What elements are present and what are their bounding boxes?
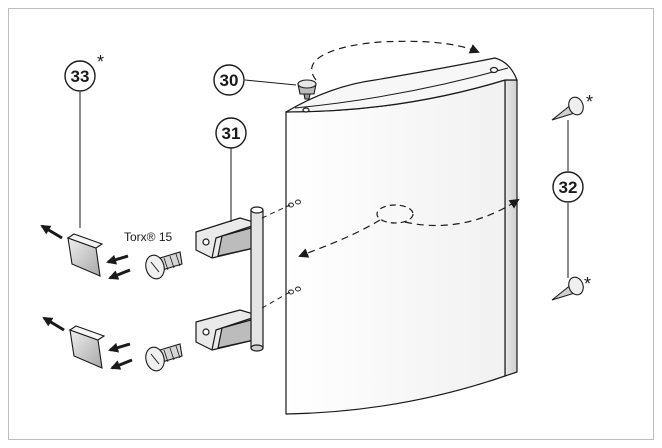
door-top-surface (285, 57, 518, 113)
handle-bar (250, 209, 264, 349)
door-hole-lower-2 (295, 286, 301, 292)
screw-lower (145, 343, 183, 372)
cover-cap-lower (68, 325, 106, 369)
door-top-hole-front (302, 107, 310, 113)
svg-text:31: 31 (222, 124, 241, 143)
asterisk-32-top: * (586, 92, 593, 112)
asterisk-33: * (97, 52, 104, 72)
handle-bar-bottom (250, 344, 264, 352)
callout-32: 32 (552, 171, 584, 203)
svg-text:30: 30 (220, 71, 239, 90)
callout-31: 31 (215, 117, 247, 149)
door-hole-lower-1 (288, 289, 294, 295)
torx-label: Torx® 15 (124, 230, 173, 244)
upper-bracket-hole (202, 238, 210, 246)
cover-cap-upper (66, 233, 104, 277)
door-side-edge (504, 79, 518, 377)
door-top-edge (294, 67, 509, 109)
leader-30 (244, 79, 297, 86)
top-rotation-arrow (311, 40, 480, 81)
door (285, 57, 518, 415)
door-top-hole (489, 66, 499, 74)
door-hole-upper-2 (295, 199, 301, 205)
hinge-pin-upper (551, 96, 584, 121)
handle-assembly (195, 206, 264, 352)
svg-text:32: 32 (559, 178, 578, 197)
screw-upper (145, 251, 183, 280)
svg-text:33: 33 (71, 67, 90, 86)
lower-bracket-hole (202, 328, 210, 336)
callout-33: 33 * (64, 52, 104, 92)
handle-target-ellipse (376, 204, 414, 224)
asterisk-32-bottom: * (584, 274, 591, 294)
removal-arrows (40, 224, 133, 370)
front-relocation-arrow (298, 198, 520, 258)
door-hole-upper-1 (288, 202, 294, 208)
callout-30: 30 (213, 64, 245, 96)
hinge-pin-lower (551, 276, 584, 301)
door-front-face (285, 79, 506, 415)
handle-bar-top (250, 206, 264, 214)
image-frame (8, 8, 654, 440)
leader-lines (79, 79, 569, 278)
plug-30 (297, 79, 317, 100)
